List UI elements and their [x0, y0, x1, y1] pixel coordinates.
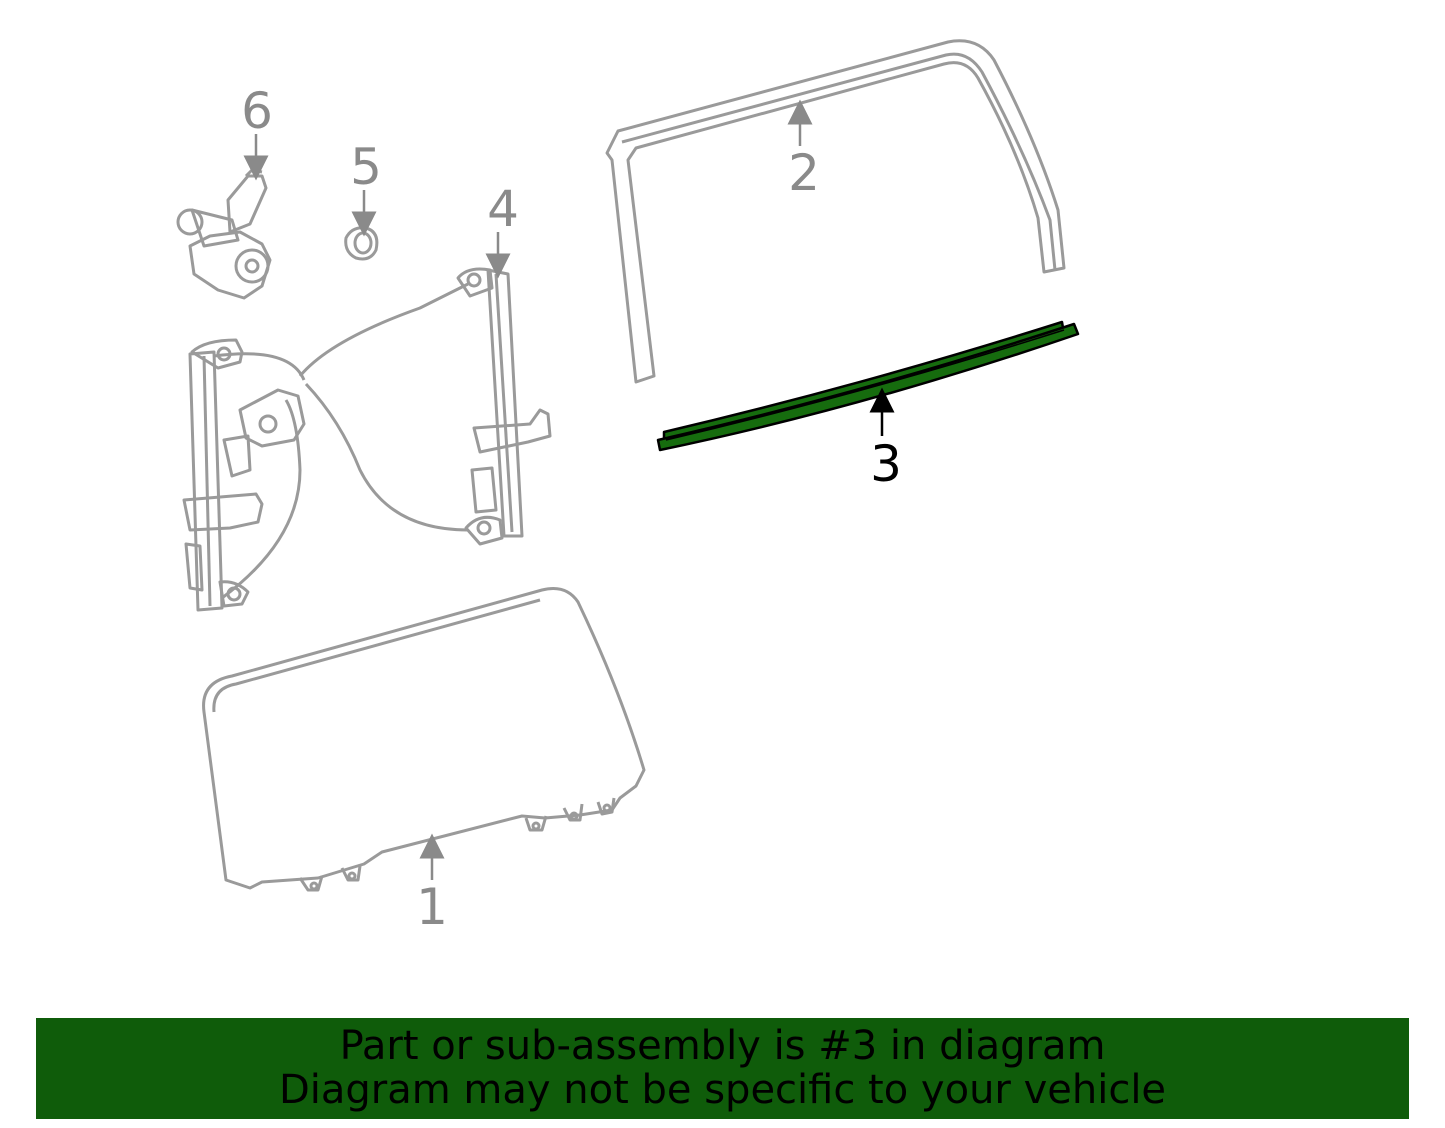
callout-2: 2: [788, 144, 820, 202]
part-2-run-channel[interactable]: [605, 39, 1066, 384]
callout-5: 5: [350, 138, 382, 196]
callout-1: 1: [416, 878, 448, 936]
parts-diagram: 1 2 3 4 5 6: [176, 39, 1080, 936]
part-5-grommet[interactable]: [344, 226, 379, 261]
part-1-door-glass[interactable]: [202, 587, 646, 892]
part-3-weatherstrip[interactable]: [656, 320, 1080, 452]
banner-line-disclaimer: Diagram may not be specific to your vehi…: [278, 1067, 1167, 1113]
callout-6: 6: [241, 82, 273, 140]
callout-arrows: [243, 99, 895, 880]
info-banner: Part or sub-assembly is #3 in diagram Di…: [36, 1018, 1409, 1119]
banner-line-part-number: Part or sub-assembly is #3 in diagram: [339, 1023, 1106, 1069]
callout-3: 3: [870, 435, 902, 493]
part-6-window-motor[interactable]: [176, 168, 272, 300]
part-4-window-regulator[interactable]: [182, 267, 552, 612]
callout-4: 4: [487, 180, 519, 238]
